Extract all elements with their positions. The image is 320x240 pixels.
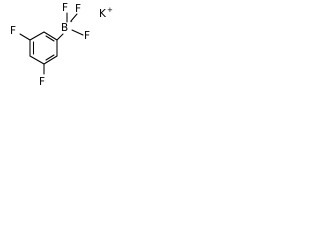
counterion-charge-label: + — [107, 6, 113, 14]
benzene-ring — [29, 31, 58, 65]
boron-fluorine-right-label: F — [84, 30, 90, 42]
ring-double-bond-1 — [45, 35, 55, 42]
boron-label: B — [61, 22, 68, 34]
ring-bond-6 — [29, 31, 45, 41]
counterion-label: K — [99, 8, 107, 20]
ring-double-bond-2 — [45, 54, 55, 61]
ring-fluorine-top-label: F — [10, 25, 16, 37]
boron-fluorine-top-right-label: F — [75, 3, 81, 15]
ring-bond-3 — [43, 55, 58, 65]
boron-charge-label: - — [70, 18, 73, 26]
ring-to-fluorine-bond-top — [19, 33, 31, 41]
structure-diagram: F F B - F F F K + — [10, 2, 113, 88]
ring-bond-4 — [29, 55, 45, 65]
boron-fluorine-bond-right — [71, 29, 84, 36]
ring-bond-1 — [43, 31, 58, 41]
boron-fluorine-top-left-label: F — [62, 2, 68, 14]
boron-fluorine-bond-top-right — [70, 13, 78, 22]
ring-to-boron-bond — [56, 33, 64, 41]
ring-fluorine-bottom-label: F — [39, 76, 45, 88]
